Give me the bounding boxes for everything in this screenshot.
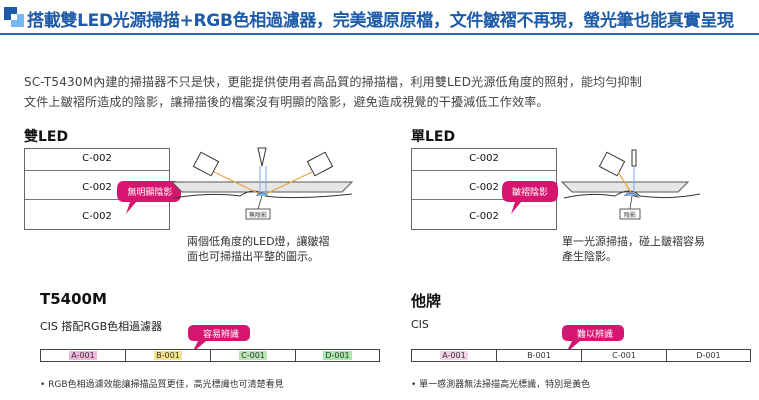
other-brand-subtitle: CIS <box>411 318 429 331</box>
doc-row: C-002 <box>412 178 556 200</box>
dual-led-shadow-tag: 無陰影 <box>249 211 267 219</box>
doc-row: C-002 <box>412 149 556 171</box>
t5400m-subtitle: CIS 搭配RGB色相過濾器 <box>40 320 163 333</box>
t5400m-callout: 容易辨識 <box>176 324 256 354</box>
scan-cell: B-001 <box>126 350 211 361</box>
other-brand-scan-bar: A-001 B-001 C-001 D-001 <box>411 349 751 362</box>
other-brand-callout: 難以辨識 <box>550 324 630 354</box>
t5400m-scan-bar: A-001 B-001 C-001 D-001 <box>40 349 380 362</box>
t5400m-title: T5400M <box>40 290 107 308</box>
single-led-scanner-diagram: 陰影 <box>560 149 701 220</box>
intro-line-1: SC-T5430M內建的掃描器不只是快，更能提供使用者高品質的掃描檔，利用雙LE… <box>24 75 642 89</box>
scan-cell: A-001 <box>412 350 497 361</box>
single-led-caption: 單一光源掃描，碰上皺褶容易 產生陰影。 <box>562 235 705 263</box>
other-brand-bullet: • 單一感測器無法掃描高光標識，特別是黃色 <box>411 380 591 390</box>
scan-cell: C-001 <box>211 350 296 361</box>
single-led-title: 單LED <box>411 129 456 145</box>
scan-cell: D-001 <box>323 351 352 360</box>
doc-row: C-002 <box>469 211 499 222</box>
scan-cell: B-001 <box>497 350 582 361</box>
scan-cell: C-001 <box>582 350 667 361</box>
doc-row: C-002 <box>25 178 169 200</box>
other-brand-title: 他牌 <box>411 292 442 310</box>
doc-row: C-002 <box>25 149 169 171</box>
scan-cell: A-001 <box>41 350 126 361</box>
scan-cell: D-001 <box>696 351 721 360</box>
dual-led-caption: 兩個低角度的LED燈，讓皺褶 面也可掃描出平整的圖示。 <box>187 235 330 263</box>
page-title: 搭載雙LED光源掃描+RGB色相過濾器，完美還原原檔，文件皺褶不再現，螢光筆也能… <box>27 11 734 31</box>
single-led-callout: 皺褶陰影 <box>493 180 569 216</box>
doc-row: C-002 <box>82 211 112 222</box>
t5400m-bullet: • RGB色相過濾效能讓掃描品質更佳，高光標識也可清楚看見 <box>40 380 284 390</box>
dual-led-title: 雙LED <box>24 129 69 145</box>
dual-led-scanner-diagram: 無陰影 <box>170 147 354 220</box>
intro-paragraph: SC-T5430M內建的掃描器不只是快，更能提供使用者高品質的掃描檔，利用雙LE… <box>24 72 749 112</box>
intro-line-2: 文件上皺褶所造成的陰影，讓掃描後的檔案沒有明顯的陰影，避免造成視覺的干擾減低工作… <box>24 95 549 109</box>
dual-led-callout: 無明顯陰影 <box>108 180 184 216</box>
single-led-shadow-tag: 陰影 <box>624 211 636 219</box>
header-divider <box>0 33 759 35</box>
header-square-icon <box>4 7 24 27</box>
